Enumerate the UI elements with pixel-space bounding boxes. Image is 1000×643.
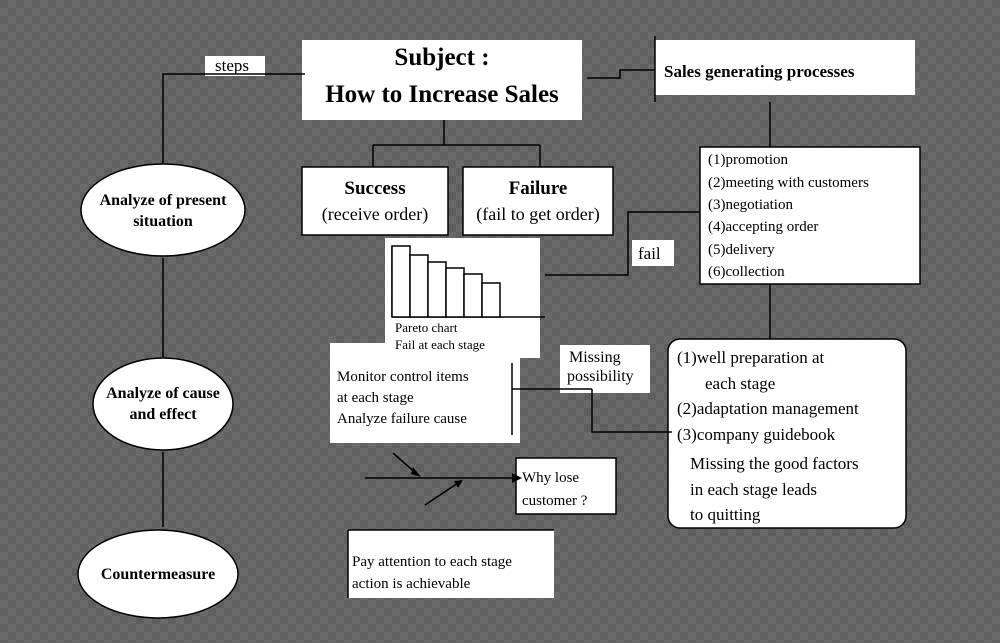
sales-processes-list-box bbox=[699, 146, 921, 285]
steps-connector bbox=[162, 73, 305, 163]
why-lose-line-2: customer ? bbox=[522, 493, 588, 509]
steps-bg bbox=[205, 56, 265, 76]
pay-attention-box bbox=[348, 530, 554, 598]
monitor-bg bbox=[330, 343, 520, 443]
fishbone-bone-2 bbox=[424, 480, 462, 506]
pareto-bar bbox=[481, 282, 501, 318]
analyze-present-line-1: Analyze of present bbox=[99, 192, 227, 209]
process-item: (1)promotion bbox=[708, 152, 788, 168]
pareto-bar bbox=[445, 267, 465, 318]
analyze-present-line-2: situation bbox=[133, 213, 193, 230]
title-line-2: How to Increase Sales bbox=[325, 81, 559, 108]
process-item: (4)accepting order bbox=[708, 219, 819, 235]
success-sub: (receive order) bbox=[321, 204, 429, 224]
countermeasures-list: (1)well preparation at each stage (2)ada… bbox=[677, 345, 859, 447]
countermeasure-item-2: (2)adaptation management bbox=[677, 399, 859, 418]
note-line-1: Missing the good factors bbox=[690, 454, 859, 473]
title-to-processes bbox=[587, 69, 655, 79]
process-item: (6)collection bbox=[708, 264, 785, 280]
why-lose-label: Why lose customer ? bbox=[522, 467, 587, 513]
monitor-line-2: at each stage bbox=[337, 390, 414, 406]
missing-bg bbox=[560, 345, 650, 393]
pareto-bar bbox=[391, 245, 411, 318]
sales-processes-header-bg bbox=[655, 40, 915, 95]
countermeasures-box bbox=[667, 338, 907, 529]
pareto-chart bbox=[391, 245, 545, 318]
countermeasure-item-3: (3)company guidebook bbox=[677, 424, 836, 444]
pareto-label: Pareto chart Fail at each stage bbox=[395, 319, 485, 353]
why-lose-line-1: Why lose bbox=[522, 470, 580, 486]
countermeasure-item-1-cont: each stage bbox=[705, 373, 776, 393]
fishbone-arrow-head bbox=[512, 473, 522, 483]
pay-attention-label: Pay attention to each stage action is ac… bbox=[352, 551, 512, 595]
countermeasure-label: Countermeasure bbox=[100, 566, 216, 583]
steps-label: steps bbox=[215, 56, 249, 75]
ellipse-analyze-present bbox=[80, 163, 246, 257]
pareto-bar bbox=[409, 254, 429, 318]
fail-bg bbox=[632, 240, 674, 266]
fail-label: fail bbox=[638, 244, 661, 263]
note-line-2: in each stage leads bbox=[690, 479, 817, 499]
ellipse-countermeasure bbox=[77, 529, 239, 619]
title-bg bbox=[302, 40, 582, 120]
process-item: (5)delivery bbox=[708, 242, 775, 258]
sales-processes-title: Sales generating processes bbox=[664, 62, 855, 81]
analyze-present-label: Analyze of present situation bbox=[81, 190, 245, 232]
fishbone-bone-1-head bbox=[411, 467, 421, 477]
ellipse-analyze-cause bbox=[92, 357, 234, 451]
success-title: Success bbox=[344, 178, 406, 199]
missing-line-1: Missing bbox=[569, 349, 621, 366]
monitor-label: Monitor control items at each stage Anal… bbox=[337, 367, 469, 430]
monitor-line-1: Monitor control items bbox=[337, 369, 469, 385]
process-item: (2)meeting with customers bbox=[708, 175, 869, 191]
failure-box bbox=[462, 166, 614, 236]
monitor-line-3: Analyze failure cause bbox=[337, 411, 467, 427]
title-line-1: Subject : bbox=[394, 44, 490, 71]
failure-sub: (fail to get order) bbox=[476, 204, 600, 224]
note-line-3: to quitting bbox=[690, 505, 761, 524]
countermeasure-item-1: (1)well preparation at bbox=[677, 348, 825, 367]
failure-title: Failure bbox=[508, 178, 568, 199]
pay-attention-line-1: Pay attention to each stage bbox=[352, 554, 512, 570]
missing-label: Missing possibility bbox=[567, 348, 634, 386]
fishbone-bone-2-head bbox=[454, 480, 463, 488]
pareto-bar bbox=[427, 261, 447, 318]
pareto-label-line-1: Pareto chart bbox=[395, 320, 458, 335]
pareto-label-line-2: Fail at each stage bbox=[395, 337, 485, 352]
missing-to-countermeasures bbox=[591, 389, 672, 433]
analyze-cause-label: Analyze of cause and effect bbox=[93, 383, 233, 425]
why-lose-box bbox=[515, 457, 617, 515]
success-box bbox=[301, 166, 449, 236]
fail-connector bbox=[545, 211, 700, 276]
pareto-bar bbox=[463, 273, 483, 318]
missing-line-2: possibility bbox=[567, 368, 634, 385]
analyze-cause-line-2: and effect bbox=[129, 406, 197, 423]
analyze-cause-line-1: Analyze of cause bbox=[106, 385, 220, 402]
countermeasures-note: Missing the good factors in each stage l… bbox=[690, 451, 859, 528]
pay-attention-line-2: action is achievable bbox=[352, 576, 471, 592]
process-item: (3)negotiation bbox=[708, 197, 793, 213]
